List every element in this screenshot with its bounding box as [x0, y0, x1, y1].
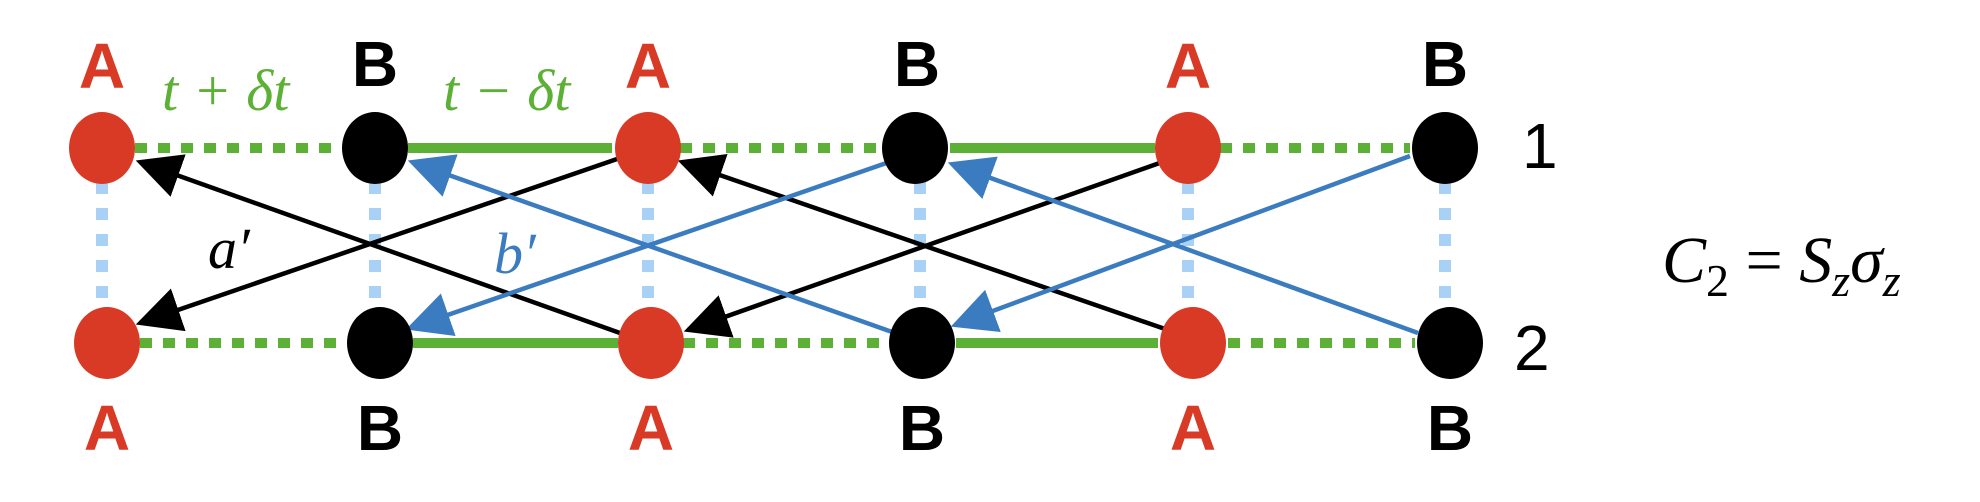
site-bottom-2 — [347, 307, 413, 379]
top-label-6: B — [1422, 28, 1468, 100]
bottom-label-1: A — [84, 392, 130, 464]
top-label-1: A — [79, 30, 125, 102]
site-bottom-6 — [1417, 307, 1483, 379]
top-label-4: B — [894, 28, 940, 100]
formula-s-sub: z — [1831, 255, 1850, 306]
site-bottom-1 — [74, 307, 140, 379]
row-label-1: 1 — [1522, 110, 1558, 182]
site-top-1 — [69, 112, 135, 184]
site-bottom-5 — [1160, 307, 1226, 379]
bottom-label-4: B — [899, 392, 945, 464]
bottom-label-5: A — [1170, 392, 1216, 464]
formula-s: S — [1799, 224, 1832, 297]
black-hopping-arrows — [135, 153, 1169, 338]
bottom-label-2: B — [357, 392, 403, 464]
black-arrow-1 — [135, 154, 621, 336]
top-labels: A B A B A B — [79, 28, 1468, 102]
blue-hopping-arrows — [405, 153, 1419, 337]
site-top-6 — [1412, 112, 1478, 184]
hop-label-plus: t + δt — [162, 58, 291, 123]
row-label-2: 2 — [1514, 312, 1550, 384]
hop-label-a-prime: a′ — [208, 216, 251, 281]
hop-label-b-prime: b′ — [494, 221, 537, 286]
blue-arrow-3 — [947, 156, 1419, 336]
blue-arrow-1 — [407, 154, 896, 336]
bottom-row-sites — [74, 307, 1483, 379]
black-arrow-4 — [683, 157, 1169, 338]
bottom-label-6: B — [1427, 392, 1473, 464]
site-top-3 — [615, 112, 681, 184]
top-label-3: A — [625, 30, 671, 102]
formula-sigma-sub: z — [1882, 255, 1901, 306]
top-row-sites — [69, 112, 1478, 184]
bottom-labels: A B A B A B — [84, 392, 1473, 464]
black-arrow-2 — [135, 155, 621, 332]
formula-c: C — [1662, 224, 1707, 297]
formula-c-sub: 2 — [1706, 255, 1729, 306]
formula-sigma: σ — [1850, 224, 1885, 297]
site-bottom-4 — [889, 307, 955, 379]
top-label-5: A — [1165, 30, 1211, 102]
formula-eq: = — [1729, 224, 1799, 297]
site-top-4 — [882, 112, 948, 184]
site-top-5 — [1155, 112, 1221, 184]
site-bottom-3 — [618, 307, 684, 379]
blue-arrow-2 — [405, 157, 896, 337]
symmetry-formula: C2 = Szσz — [1662, 224, 1901, 306]
site-top-2 — [342, 112, 408, 184]
top-label-2: B — [352, 28, 398, 100]
blue-arrow-4 — [950, 153, 1411, 332]
bottom-label-3: A — [628, 392, 674, 464]
hop-label-minus: t − δt — [443, 58, 572, 123]
